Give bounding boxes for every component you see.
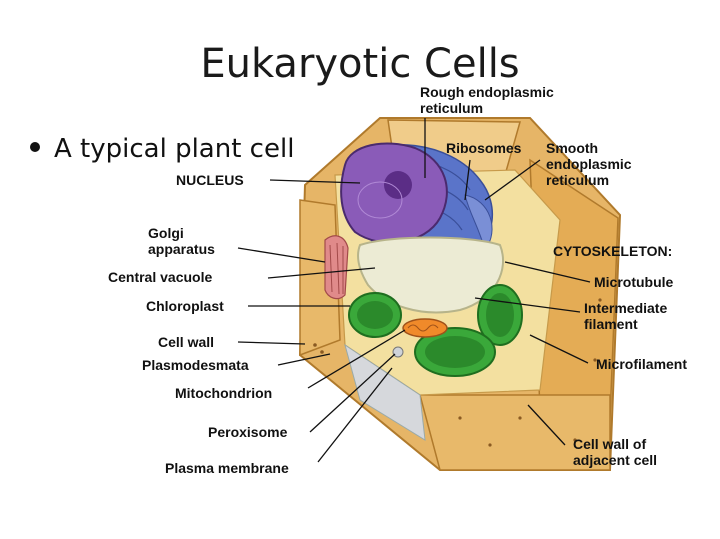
label-microtubule: Microtubule [594, 274, 674, 290]
label-rough-er-line1: Rough endoplasmic [420, 84, 554, 100]
label-rough-er-line2: reticulum [420, 100, 484, 116]
label-adjacent-cell-wall: Cell wall of adjacent cell [573, 436, 657, 468]
label-plasmodesmata: Plasmodesmata [142, 357, 249, 373]
bullet-dot-icon [30, 141, 40, 152]
label-intermediate-line1: Intermediate [584, 300, 668, 316]
label-smooth-er: Smooth endoplasmic reticulum [546, 140, 632, 188]
label-cell-wall: Cell wall [158, 334, 215, 350]
label-golgi-line1: Golgi [148, 225, 184, 241]
nucleus-illustration [340, 142, 448, 244]
label-mitochondrion: Mitochondrion [175, 385, 273, 401]
label-smooth-er-line3: reticulum [546, 172, 610, 188]
peroxisome-illustration [392, 346, 404, 358]
label-intermediate-line2: filament [584, 316, 638, 332]
label-adjacent-line2: adjacent cell [573, 452, 658, 468]
label-peroxisome: Peroxisome [208, 424, 288, 440]
label-intermediate-filament: Intermediate filament [584, 300, 667, 332]
label-microfilament: Microfilament [596, 356, 688, 372]
label-nucleus: NUCLEUS [176, 172, 244, 188]
label-cytoskeleton: CYTOSKELETON: [553, 243, 673, 259]
label-chloroplast: Chloroplast [146, 298, 224, 314]
slide-title: Eukaryotic Cells [200, 41, 520, 87]
chloroplast-illustration [348, 284, 523, 377]
label-adjacent-line1: Cell wall of [573, 436, 647, 452]
bullet-point: A typical plant cell [30, 133, 294, 165]
label-rough-er: Rough endoplasmic reticulum [420, 84, 554, 116]
leader-lines [237, 118, 591, 463]
label-golgi: Golgi apparatus [148, 225, 215, 257]
central-vacuole-illustration [357, 236, 505, 314]
label-ribosomes: Ribosomes [446, 140, 522, 156]
label-plasma-membrane: Plasma membrane [165, 460, 289, 476]
bullet-text: A typical plant cell [54, 134, 295, 164]
label-central-vacuole: Central vacuole [108, 269, 213, 285]
label-golgi-line2: apparatus [148, 241, 215, 257]
golgi-illustration [324, 235, 349, 300]
mitochondrion-illustration [402, 318, 448, 338]
label-smooth-er-line1: Smooth [546, 140, 599, 156]
label-smooth-er-line2: endoplasmic [546, 156, 632, 172]
